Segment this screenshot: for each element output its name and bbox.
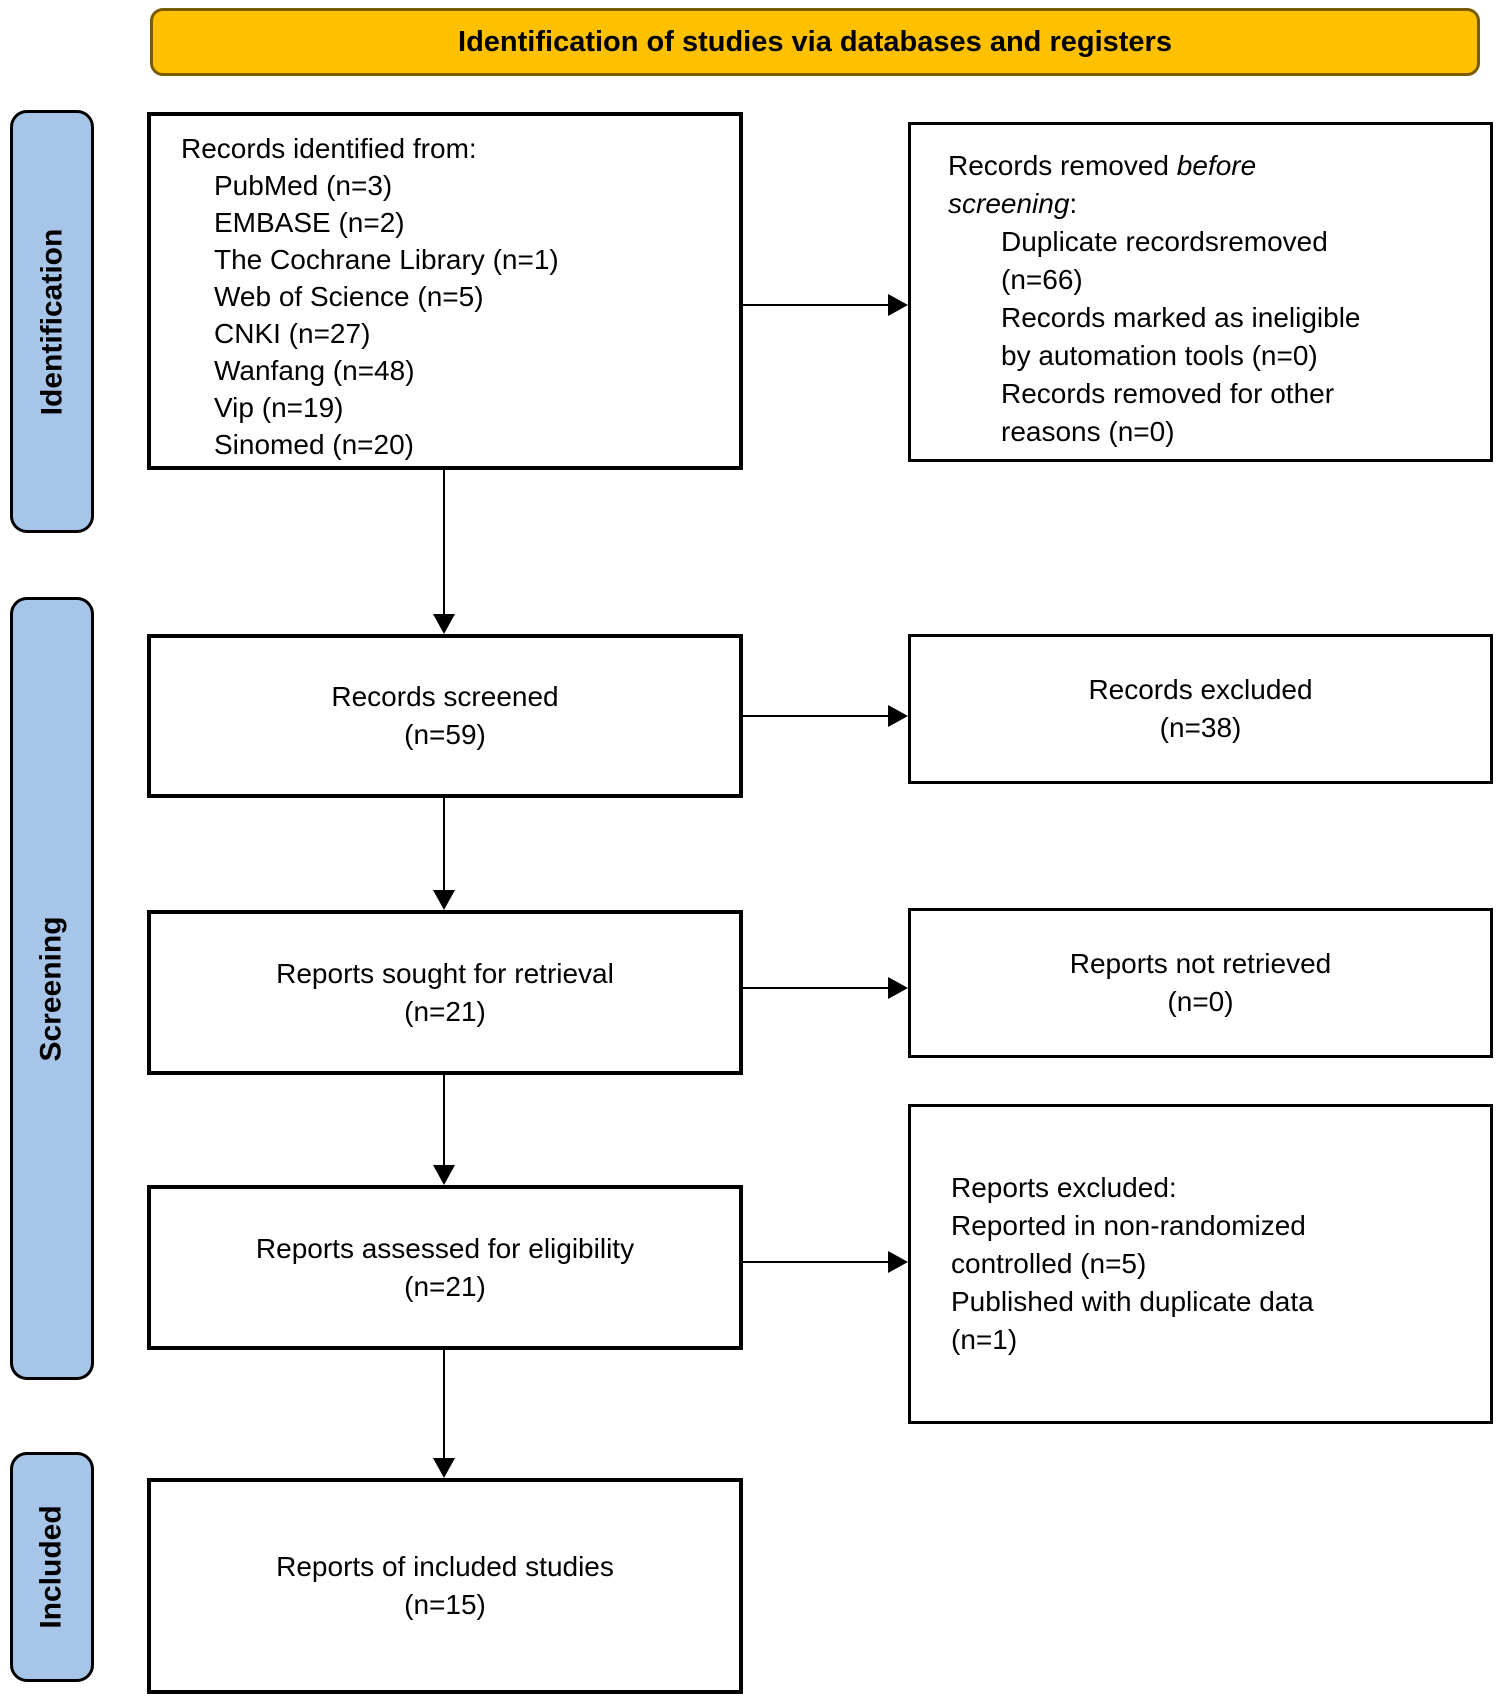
arrow-shaft [443, 798, 445, 892]
arrow-head-right-icon [888, 705, 908, 727]
text-line: (n=66) [1001, 264, 1083, 295]
arrow-assessed-to-included [433, 1350, 455, 1478]
text-line: Reports not retrieved [1069, 948, 1332, 979]
text-line: Vip (n=19) [214, 392, 344, 423]
text-line: Reports of included studies [276, 1551, 614, 1582]
text-line: Reports excluded: [951, 1172, 1177, 1203]
box-reports-sought-for-retrieval: Reports sought for retrieval (n=21) [147, 910, 743, 1075]
text-line: (n=0) [1167, 986, 1234, 1017]
text-line: Sinomed (n=20) [214, 429, 415, 460]
box-reports-not-retrieved: Reports not retrieved (n=0) [908, 908, 1493, 1058]
arrow-head-down-icon [433, 1165, 455, 1185]
box-reports-excluded: Reports excluded: Reported in non-randomi… [908, 1104, 1493, 1424]
text-line: Wanfang (n=48) [214, 355, 415, 386]
arrow-shaft [443, 470, 445, 616]
box-reports-of-included-studies: Reports of included studies (n=15) [147, 1478, 743, 1694]
arrow-screened-to-excluded [743, 705, 908, 727]
arrow-sought-to-assessed [433, 1075, 455, 1185]
text-line: Reports assessed for eligibility [255, 1232, 635, 1264]
arrow-identified-to-screened [433, 470, 455, 634]
text-line: screening: [948, 188, 1078, 219]
text-line: The Cochrane Library (n=1) [214, 244, 559, 275]
text-line: Records removed for other [1001, 378, 1335, 409]
arrow-shaft [743, 1261, 890, 1263]
arrow-assessed-to-reports-excluded [743, 1251, 908, 1273]
arrow-head-down-icon [433, 890, 455, 910]
text-line: CNKI (n=27) [214, 318, 371, 349]
text-line: Duplicate recordsremoved [1001, 226, 1328, 257]
arrow-shaft [743, 987, 890, 989]
box-records-identified: Records identified from: PubMed (n=3) EMBA… [147, 112, 743, 470]
box-reports-assessed-for-eligibility: Reports assessed for eligibility (n=21) [147, 1185, 743, 1350]
box-records-removed-before-screening: Records removed before screening: Duplicat… [908, 122, 1493, 462]
text-line: (n=1) [951, 1324, 1018, 1355]
text-line: (n=38) [1159, 712, 1242, 743]
text-line: PubMed (n=3) [214, 170, 393, 201]
banner-label: Identification of studies via databases … [458, 25, 1172, 58]
arrow-shaft [443, 1350, 445, 1460]
arrow-head-right-icon [888, 1251, 908, 1273]
text-line: EMBASE (n=2) [214, 207, 405, 238]
arrow-screened-to-sought [433, 798, 455, 910]
stage-label-identification: Identification [35, 228, 69, 415]
stage-bar-identification: Identification [10, 110, 94, 533]
text-line: (n=21) [404, 1270, 486, 1302]
stage-label-screening: Screening [35, 915, 68, 1062]
text-line: Records screened [331, 681, 559, 712]
arrow-sought-to-not-retrieved [743, 977, 908, 999]
box-records-excluded: Records excluded (n=38) [908, 634, 1493, 784]
arrow-head-right-icon [888, 977, 908, 999]
banner-identification-of-studies: Identification of studies via databases … [150, 8, 1480, 76]
text-line: (n=15) [404, 1589, 486, 1620]
text-line: Records removed before [948, 150, 1257, 181]
box-records-screened: Records screened (n=59) [147, 634, 743, 798]
text-line: Reported in non-randomized [951, 1210, 1306, 1241]
text-line: (n=59) [404, 719, 486, 750]
stage-bar-screening: Screening [10, 597, 94, 1380]
text-line: controlled (n=5) [951, 1248, 1147, 1279]
arrow-head-down-icon [433, 614, 455, 634]
arrow-head-down-icon [433, 1458, 455, 1478]
stage-label-included: Included [35, 1505, 68, 1629]
arrow-identified-to-removed [743, 294, 908, 316]
arrow-shaft [743, 304, 890, 306]
arrow-shaft [743, 715, 890, 717]
text-line: by automation tools (n=0) [1001, 340, 1318, 371]
text-line: Records identified from: [181, 133, 477, 164]
text-line: Reports sought for retrieval [276, 957, 614, 989]
text-line: Published with duplicate data [951, 1286, 1314, 1317]
text-line: (n=21) [404, 995, 486, 1027]
text-line: Records excluded [1088, 674, 1313, 705]
arrow-shaft [443, 1075, 445, 1167]
text-line: Records marked as ineligible [1001, 302, 1361, 333]
text-line: reasons (n=0) [1001, 416, 1175, 447]
stage-bar-included: Included [10, 1452, 94, 1682]
arrow-head-right-icon [888, 294, 908, 316]
text-line: Web of Science (n=5) [214, 281, 484, 312]
